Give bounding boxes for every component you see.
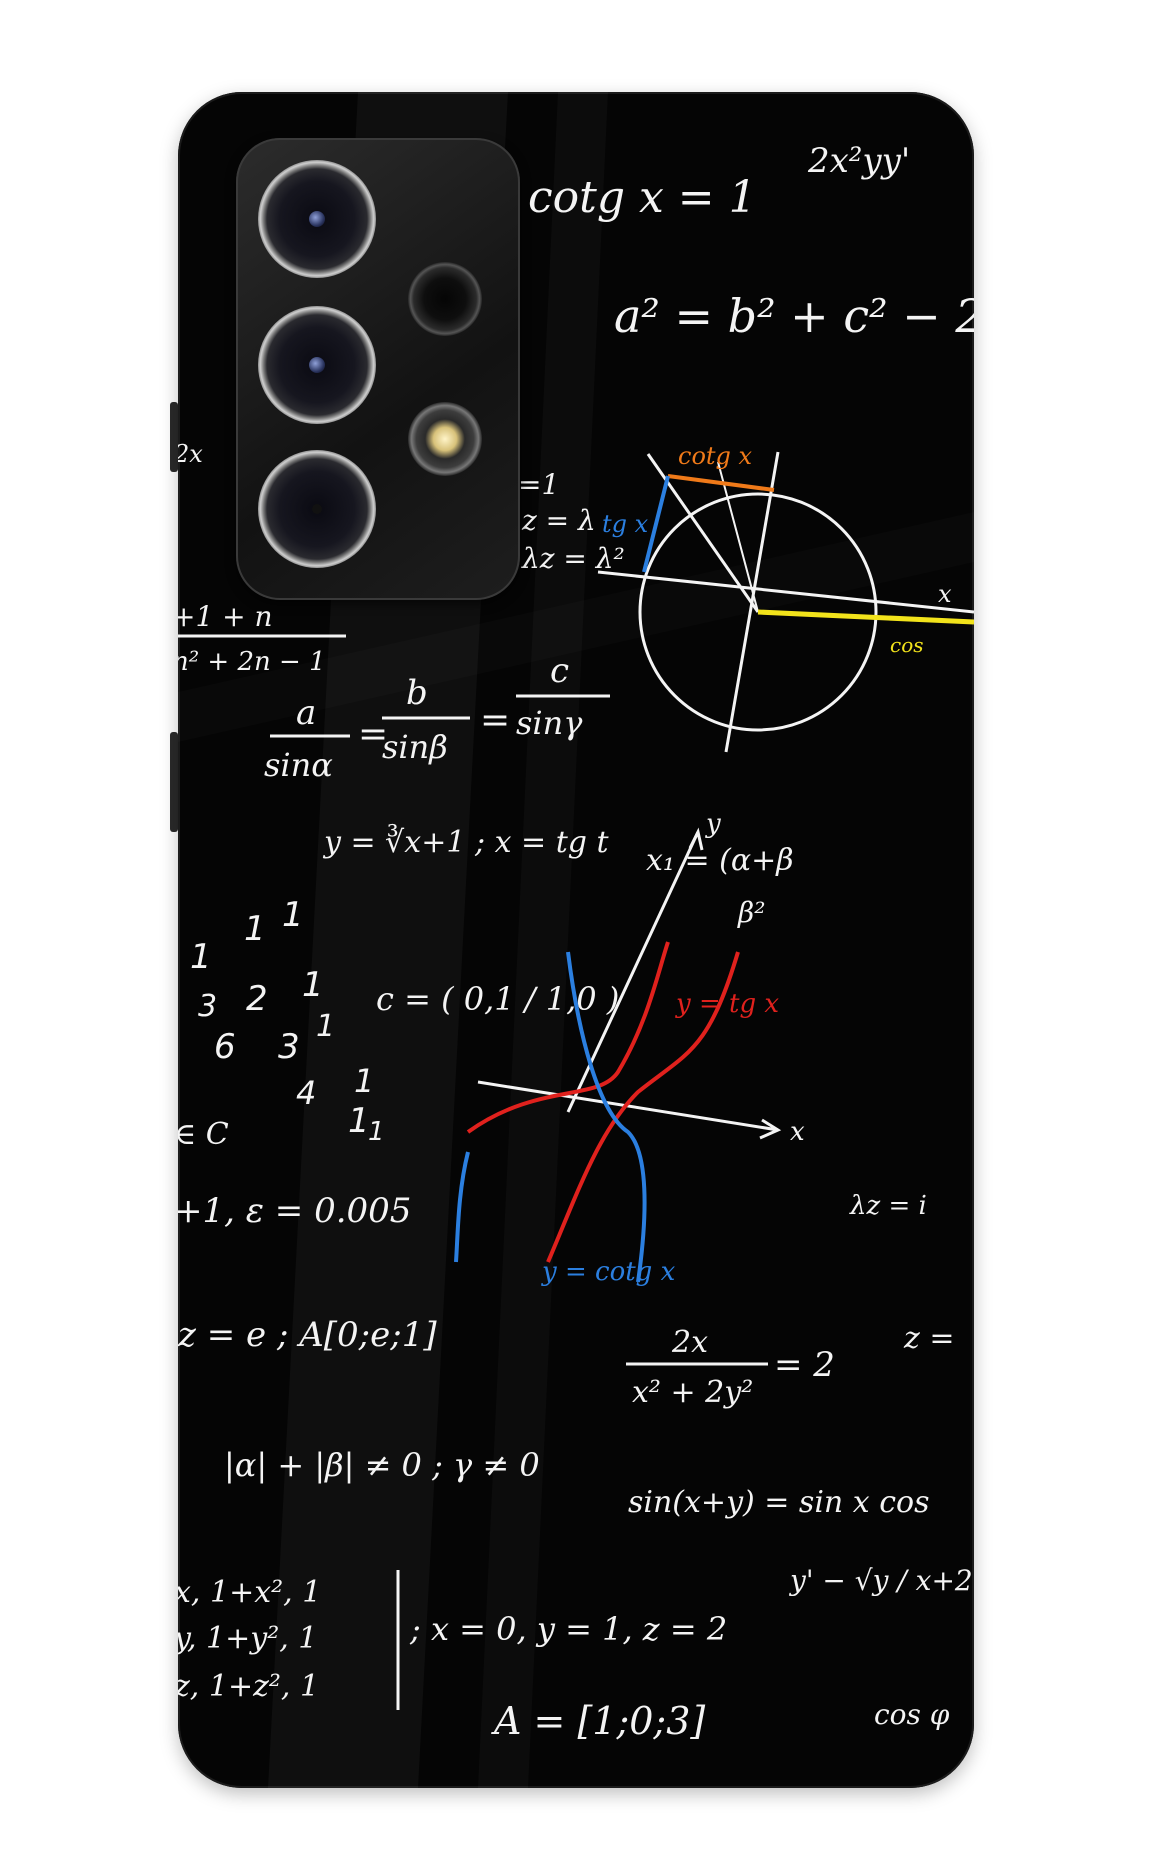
tgx-label: y = tg x [675,989,779,1019]
volume-button [170,402,178,472]
formula-cotg: cotg x = 1 [528,172,757,223]
svg-text:3: 3 [198,989,217,1024]
svg-text:=: = [480,700,510,741]
axis-y-label: y [705,809,721,839]
sine-rule-sina: sinα [264,746,333,784]
formula-cube-root: y = ∛x+1 ; x = tg t [322,823,610,860]
svg-text:1: 1 [282,895,304,935]
sine-rule-sing: sinγ [516,704,583,742]
formula-y-prime: y' − √y / x+2 = [788,1564,974,1597]
svg-text:2: 2 [246,979,268,1019]
svg-text:6: 6 [214,1027,236,1067]
formula-matrix-c: c = ( 0,1 / 1,0 ) [376,980,619,1018]
svg-text:1: 1 [190,937,212,977]
phone-case: 2x²yy' cotg x = 1 a² = b² + c² − 2 =1 z … [178,92,974,1788]
formula-lambda-1: =1 [518,468,559,501]
svg-text:1: 1 [302,965,324,1005]
formula-set-c: ∈ C [178,1117,229,1152]
svg-text:3: 3 [278,1027,300,1067]
camera-lens-icon [258,306,376,424]
svg-text:x, 1+x², 1: x, 1+x², 1 [178,1575,321,1610]
trig-circle-diagram: cotg x tg x cos x [597,442,974,753]
camera-lens-icon [258,160,376,278]
svg-text:4: 4 [296,1074,316,1112]
camera-lens-icon [258,450,376,568]
svg-text:1: 1 [244,909,266,949]
formula-x1: x₁ = (α+β [646,843,794,878]
circle-tg-label: tg x [602,510,649,538]
formula-z-eq-e: z = e ; A[0;e;1] [178,1315,437,1355]
sine-rule-sinb: sinβ [382,728,448,766]
svg-text:1: 1 [368,1117,385,1147]
depth-sensor-icon [408,262,482,336]
circle-cotg-label: cotg x [678,442,753,470]
circle-x-label: x [938,580,952,608]
formula-left-x: 2x [178,440,203,468]
svg-text:=: = [358,714,388,755]
svg-text:1: 1 [348,1101,370,1141]
formula-top-right: 2x²yy' [807,141,910,181]
formula-left-top: +1 + n [178,600,273,633]
formula-left-bot: n² + 2n − 1 [178,647,326,677]
sine-rule-b: b [406,673,428,713]
formula-lambda-2: z = λ [521,504,596,537]
frac-equals: = 2 [774,1345,835,1385]
svg-text:1: 1 [316,1009,335,1044]
svg-text:; x = 0, y = 1, z = 2: ; x = 0, y = 1, z = 2 [409,1610,727,1648]
formula-pythagoras: a² = b² + c² − 2 [614,289,974,343]
formula-lambda-z: λz = i [849,1191,927,1221]
svg-text:1: 1 [354,1062,374,1100]
svg-text:y, 1+y², 1: y, 1+y², 1 [178,1621,317,1656]
formula-alpha-beta: |α| + |β| ≠ 0 ; γ ≠ 0 [224,1446,540,1484]
frac-denominator: x² + 2y² [632,1375,753,1410]
sine-rule-a: a [296,693,316,733]
formula-sin-sum: sin(x+y) = sin x cos [628,1485,930,1520]
flash-icon [408,402,482,476]
camera-module [236,138,520,600]
cotgx-label: y = cotg x [541,1257,676,1287]
svg-text:z, 1+z², 1: z, 1+z², 1 [178,1669,319,1704]
formula-a-vector: A = [1;0;3] [491,1699,705,1743]
formula-lambda-3: λz = λ² [521,542,625,575]
formula-epsilon: +1, ε = 0.005 [178,1191,411,1231]
frac-numerator: 2x [671,1325,708,1360]
power-button [170,732,178,832]
formula-cosphi: cos φ [874,1698,950,1731]
equation-system: x, 1+x², 1 y, 1+y², 1 z, 1+z², 1 ; x = 0… [178,1570,727,1710]
sine-rule-c: c [550,651,569,691]
formula-beta: β² [737,896,765,929]
circle-cos-label: cos [890,633,924,657]
axis-x-label: x [790,1117,805,1147]
scattered-numbers: 1 1 1 1 3 2 1 6 3 1 4 1 1 [190,895,385,1147]
tangent-graph: x y y = tg x y = cotg x [454,809,805,1287]
formula-z-right: z = [903,1321,954,1356]
